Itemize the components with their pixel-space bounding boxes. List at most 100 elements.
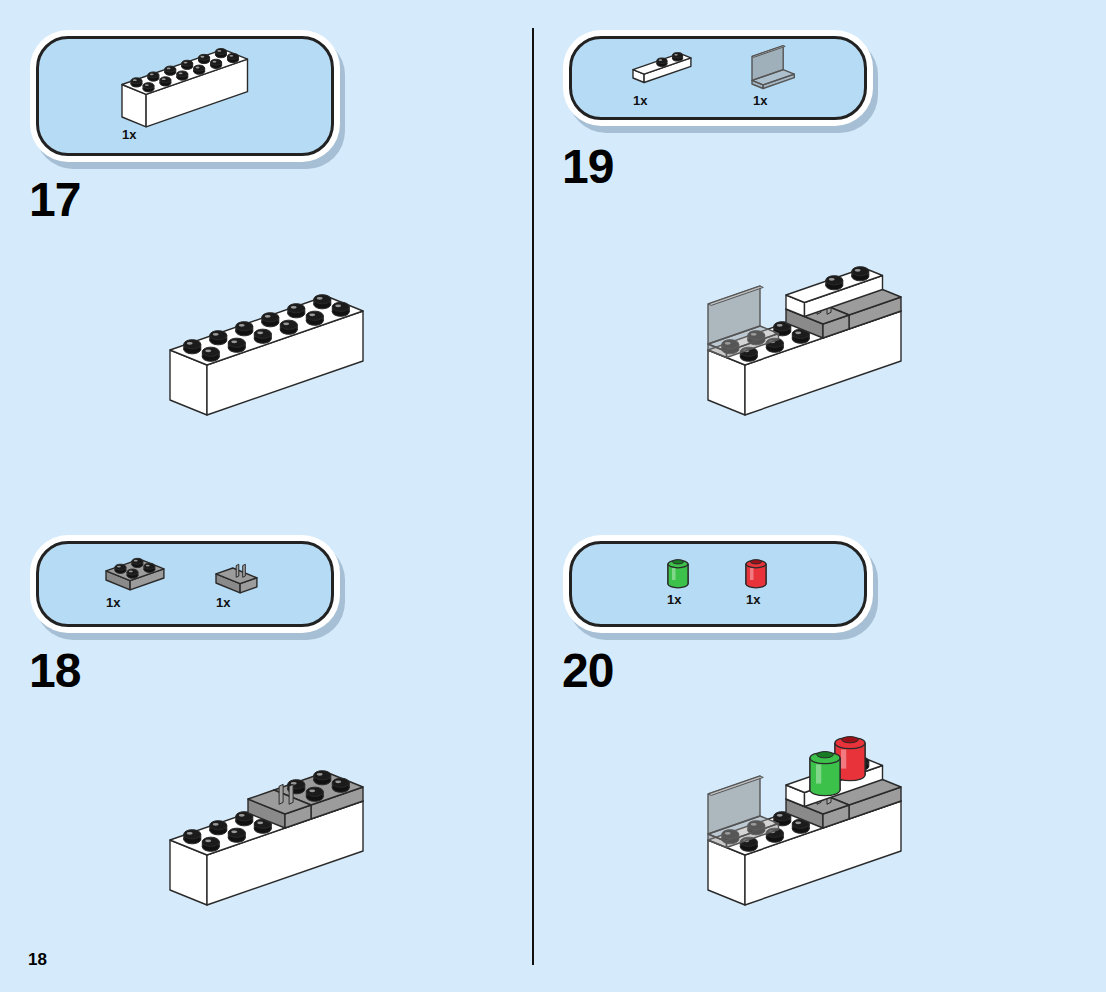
brick-top-face <box>106 559 164 580</box>
parts-icon-group <box>668 560 766 588</box>
stud-highlight <box>129 571 133 573</box>
stud-top <box>131 78 142 84</box>
stud-top <box>184 340 201 349</box>
brick-front-face <box>207 801 363 905</box>
stud-highlight <box>239 814 245 817</box>
step-19-model <box>708 267 901 415</box>
stud-top <box>182 60 193 66</box>
stud <box>144 563 155 572</box>
stud-top <box>228 828 245 837</box>
stud <box>657 58 667 67</box>
round-brick-shine <box>750 568 754 580</box>
stud-top <box>177 71 188 77</box>
stud <box>132 558 143 567</box>
panel-rim <box>752 46 785 58</box>
part-quantity: 1x <box>122 128 136 141</box>
stud <box>314 295 331 309</box>
stud-highlight <box>133 79 137 81</box>
stud-top <box>227 53 238 59</box>
stud <box>262 313 279 327</box>
stud-top <box>672 53 682 59</box>
part-quantity: 1x <box>633 94 647 107</box>
stud-highlight <box>239 324 245 327</box>
brick <box>633 53 691 83</box>
brick <box>170 786 363 905</box>
stud-highlight <box>674 54 678 56</box>
brick-top-face <box>170 296 363 365</box>
stud-top <box>202 347 219 356</box>
stud-top <box>211 59 222 65</box>
stud <box>184 830 201 844</box>
clip-tab <box>236 564 239 577</box>
round-brick-edge <box>839 758 840 790</box>
step-number: 20 <box>562 647 613 695</box>
stud <box>143 83 154 92</box>
clip <box>236 564 245 577</box>
stud-highlight <box>309 789 315 792</box>
stud-highlight <box>179 72 183 74</box>
stud-top <box>254 329 271 338</box>
stud-highlight <box>205 349 211 352</box>
round-brick-top <box>835 737 865 748</box>
round-brick <box>668 560 688 588</box>
stud <box>228 338 245 352</box>
stud-highlight <box>184 62 188 64</box>
stud-highlight <box>829 278 835 281</box>
stud-top <box>852 267 869 276</box>
step-18-model <box>170 771 363 905</box>
brick-top-face <box>122 49 248 94</box>
brick <box>786 267 883 317</box>
round-brick-edge <box>667 564 668 584</box>
step-number: 19 <box>562 143 613 191</box>
stud <box>215 49 226 58</box>
stud-highlight <box>283 322 289 325</box>
stud <box>199 54 210 63</box>
parts-icon-group <box>633 46 794 89</box>
round-brick-top <box>746 560 766 568</box>
stud <box>306 787 323 801</box>
stud-highlight <box>196 67 200 69</box>
parts-icon-group <box>106 558 257 592</box>
stud <box>127 569 138 578</box>
stud-top <box>202 837 219 846</box>
stud-highlight <box>187 832 193 835</box>
stud-top <box>657 58 667 64</box>
brick <box>786 757 883 807</box>
round-brick <box>810 752 840 796</box>
stud-highlight <box>134 560 138 562</box>
round-brick-edge <box>809 758 810 790</box>
stud-top <box>288 304 305 313</box>
transparent-panel <box>708 776 779 848</box>
clip-tab <box>279 784 283 804</box>
stud-highlight <box>257 331 263 334</box>
stud-top <box>228 338 245 347</box>
stud-top <box>314 771 331 780</box>
stud-top <box>127 569 138 575</box>
stud-top <box>160 77 171 83</box>
stud <box>210 331 227 345</box>
stud <box>288 304 305 318</box>
brick <box>122 49 248 127</box>
parts-callout: 1x1x <box>569 541 867 627</box>
stud <box>182 60 193 69</box>
stud <box>194 65 205 74</box>
stud-highlight <box>777 814 783 817</box>
round-brick-edge <box>687 564 688 584</box>
stud-highlight <box>229 55 233 57</box>
step-number: 18 <box>29 647 80 695</box>
stud-top <box>332 778 349 787</box>
stud-top <box>280 320 297 329</box>
stud-highlight <box>265 315 271 318</box>
transparent-panel <box>752 46 794 89</box>
brick-front-face <box>146 59 247 127</box>
stud-top <box>236 322 253 331</box>
stud <box>672 53 682 62</box>
parts-icons <box>569 36 867 120</box>
page-number: 18 <box>28 951 47 968</box>
stud-highlight <box>291 782 297 785</box>
stud <box>211 59 222 68</box>
round-brick-stud <box>673 560 684 564</box>
stud-highlight <box>146 565 150 567</box>
stud <box>160 77 171 86</box>
